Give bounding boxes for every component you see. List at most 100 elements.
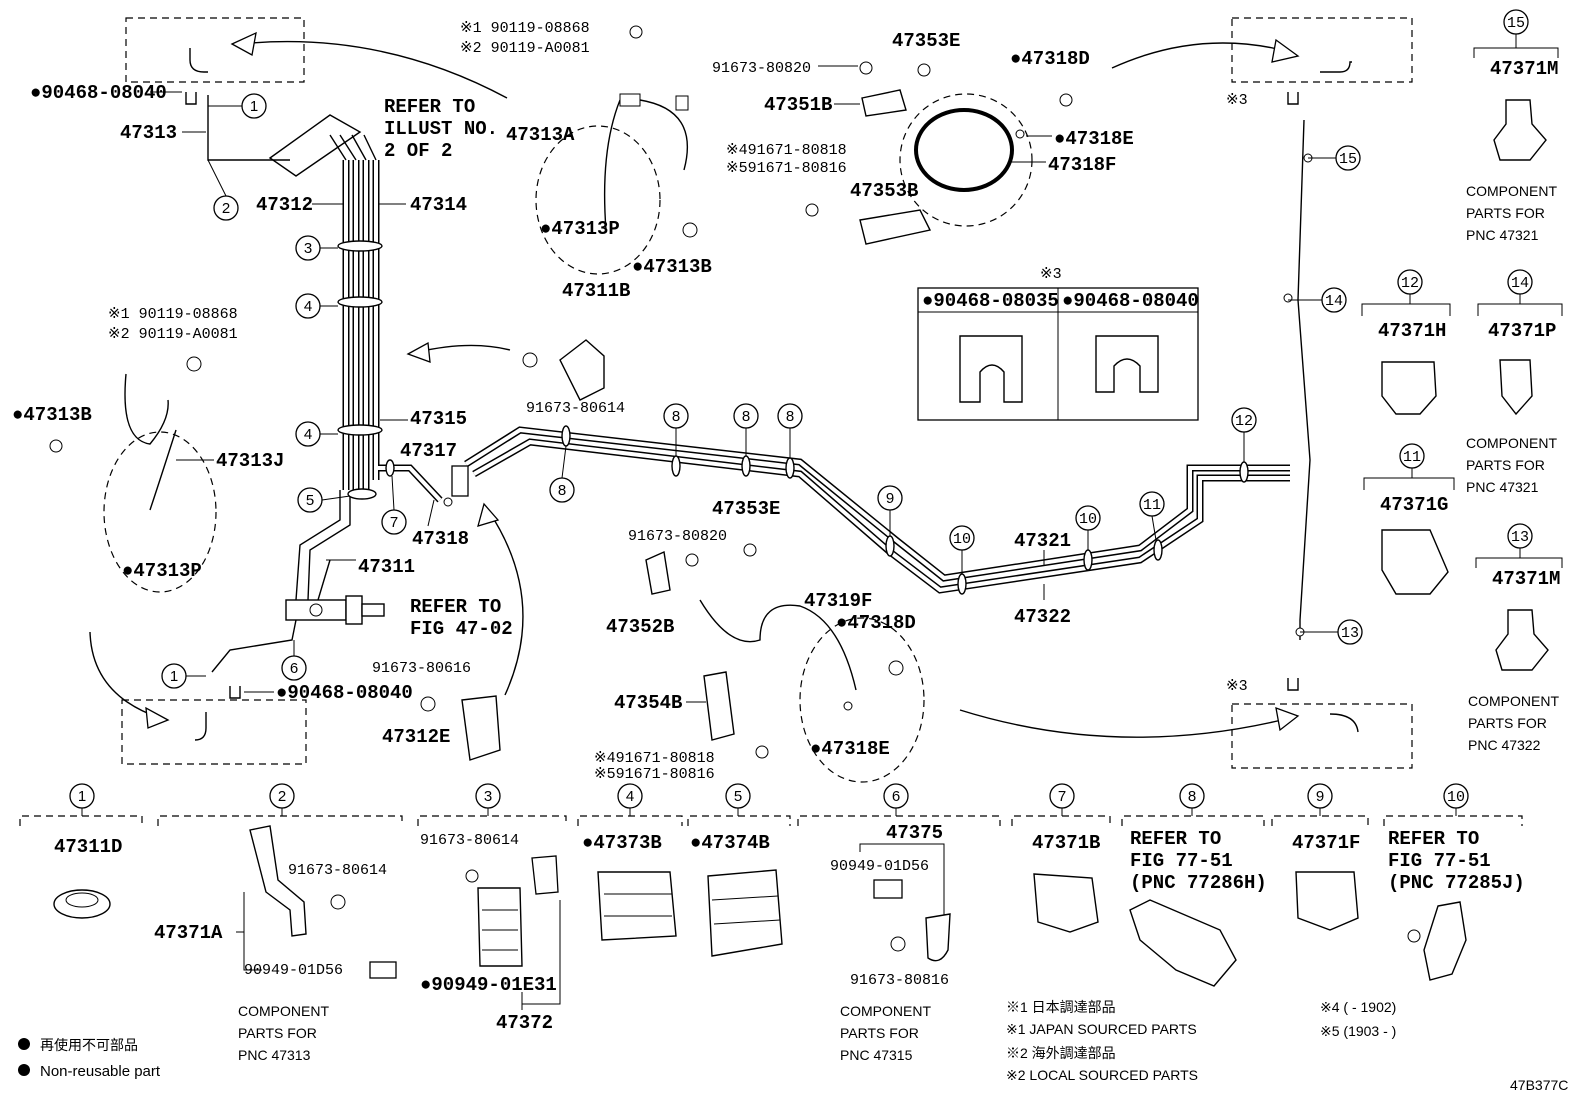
note3-top: ※3 xyxy=(1226,92,1248,109)
right-parts: 15 47371M COMPONENT PARTS FOR PNC 47321 … xyxy=(1361,9,1563,753)
diagram-id: 47B377C xyxy=(1510,1077,1568,1093)
label-b6-91673: 91673-80816 xyxy=(850,972,949,989)
arrow-to-top-left-box xyxy=(230,31,508,99)
callout-8-a: 8 xyxy=(549,477,575,503)
refer-fig-line2: FIG 47-02 xyxy=(410,618,513,640)
note3-bottom: ※3 xyxy=(1226,678,1248,695)
clip-47371P-icon xyxy=(1499,359,1533,416)
label-91673-80820-mid: 91673-80820 xyxy=(628,528,727,545)
label-47313P-b: ●47313P xyxy=(122,560,202,582)
clamp-47374B-icon xyxy=(707,869,783,957)
svg-text:5: 5 xyxy=(734,788,742,805)
svg-text:9: 9 xyxy=(1316,788,1324,805)
label-47373B: ●47373B xyxy=(582,832,662,854)
svg-text:15: 15 xyxy=(1339,151,1357,168)
comp-47321-a-line1: COMPONENT xyxy=(1466,183,1557,199)
label-47353E-top: 47353E xyxy=(892,30,960,52)
part-labels: ●90468-08040 47313 47312 47314 REFER TO … xyxy=(12,20,1248,783)
svg-text:8: 8 xyxy=(558,482,566,499)
callout-10-bottom: 10 xyxy=(1443,783,1469,809)
label-b3-91673: 91673-80614 xyxy=(420,832,519,849)
table-col2: ●90468-08040 xyxy=(1062,290,1199,312)
label-47371H: 47371H xyxy=(1378,320,1446,342)
bracket-47375-icon xyxy=(925,913,951,962)
callout-12-b: 12 xyxy=(1397,269,1423,295)
callout-leaders xyxy=(186,105,1338,677)
callout-3-bottom: 3 xyxy=(475,783,501,809)
b8-refer-line3: (PNC 77286H) xyxy=(1130,872,1267,894)
clip-47371G-icon xyxy=(1381,529,1449,595)
bracket-47312E xyxy=(420,695,501,761)
bracket-47371A-icon xyxy=(249,825,307,937)
detail-box-bottom-right xyxy=(1231,703,1413,769)
comp-47322-line2: PARTS FOR xyxy=(1468,715,1547,731)
callout-7-bottom: 7 xyxy=(1049,783,1075,809)
b10-refer-line2: FIG 77-51 xyxy=(1388,850,1491,872)
brake-tube-bundle xyxy=(207,95,443,673)
label-47313B-a: ●47313B xyxy=(632,256,712,278)
refer-illust-line3: 2 OF 2 xyxy=(384,140,452,162)
callout-15-a: 15 xyxy=(1335,145,1361,171)
b8-refer-line1: REFER TO xyxy=(1130,828,1221,850)
arrow-up-to-joint xyxy=(477,502,524,696)
legend: 再使用不可部品 Non-reusable part xyxy=(18,1037,161,1080)
clip-77285J-icon xyxy=(1423,901,1467,981)
comp-47321-b-line1: COMPONENT xyxy=(1466,435,1557,451)
svg-text:4: 4 xyxy=(304,298,312,315)
clip-47371F-icon xyxy=(1295,871,1359,931)
callout-13-a: 13 xyxy=(1337,619,1363,645)
arrow-to-bottom-right-box xyxy=(959,707,1300,738)
label-91673-80820-top: 91673-80820 xyxy=(712,60,811,77)
svg-text:4: 4 xyxy=(304,426,312,443)
callout-15-b: 15 xyxy=(1503,9,1529,35)
note5-91671-a: ※591671-80816 xyxy=(726,160,847,177)
label-47318D-top: ●47318D xyxy=(1010,48,1090,70)
comp-47322-line3: PNC 47322 xyxy=(1468,737,1541,753)
note-2-en: ※2 LOCAL SOURCED PARTS xyxy=(1006,1067,1198,1083)
svg-text:12: 12 xyxy=(1235,413,1253,430)
callout-5-bottom: 5 xyxy=(725,783,751,809)
callout-7-a: 7 xyxy=(381,509,407,535)
bracket-47351B xyxy=(859,61,907,117)
label-47371A: 47371A xyxy=(154,922,223,944)
label-47353E-mid: 47353E xyxy=(712,498,780,520)
clamp-47373B-icon xyxy=(597,871,677,941)
callout-8-d: 8 xyxy=(777,403,803,429)
label-47371M-bot: 47371M xyxy=(1492,568,1560,590)
table-col1: ●90468-08035 xyxy=(922,290,1059,312)
b2-comp-line3: PNC 47313 xyxy=(238,1047,311,1063)
label-47313: 47313 xyxy=(120,122,177,144)
callout-8-b: 8 xyxy=(663,403,689,429)
callout-14-b: 14 xyxy=(1507,269,1533,295)
svg-text:2: 2 xyxy=(278,788,286,805)
svg-text:13: 13 xyxy=(1341,625,1359,642)
note2-90119-b: ※2 90119-A0081 xyxy=(108,326,238,343)
clip-47371B-icon xyxy=(1033,873,1099,933)
label-91673-80614-a: 91673-80614 xyxy=(526,400,625,417)
label-47318D-mid: ●47318D xyxy=(836,612,916,634)
svg-text:10: 10 xyxy=(953,531,971,548)
label-47311B: 47311B xyxy=(562,280,630,302)
label-90468-08040-bot: ●90468-08040 xyxy=(276,682,413,704)
svg-text:8: 8 xyxy=(786,408,794,425)
callout-1-b: 1 xyxy=(161,663,187,689)
label-47371F: 47371F xyxy=(1292,832,1360,854)
label-47311: 47311 xyxy=(358,556,415,578)
callout-4-bottom: 4 xyxy=(617,783,643,809)
comp-47321-b-line2: PARTS FOR xyxy=(1466,457,1545,473)
flex-hose-47313J xyxy=(124,373,177,511)
comp-47321-a-line2: PARTS FOR xyxy=(1466,205,1545,221)
svg-text:3: 3 xyxy=(304,240,312,257)
note-1-jp: ※1 日本調達部品 xyxy=(1006,999,1116,1015)
detail-box-bottom-left xyxy=(121,699,307,765)
rear-brake-tube xyxy=(464,119,1313,640)
b10-refer-line3: (PNC 77285J) xyxy=(1388,872,1525,894)
detail-box-top-left xyxy=(125,17,305,83)
svg-text:7: 7 xyxy=(390,514,398,531)
label-47351B: 47351B xyxy=(764,94,832,116)
callout-circles: 1 2 3 4 4 5 6 1 7 8 8 8 8 9 10 10 11 12 … xyxy=(161,93,1363,689)
bullet-non-reusable-icon xyxy=(18,1038,30,1050)
callout-6-a: 6 xyxy=(281,655,307,681)
table-note: ※3 xyxy=(1040,266,1062,283)
label-47313A: 47313A xyxy=(506,124,575,146)
